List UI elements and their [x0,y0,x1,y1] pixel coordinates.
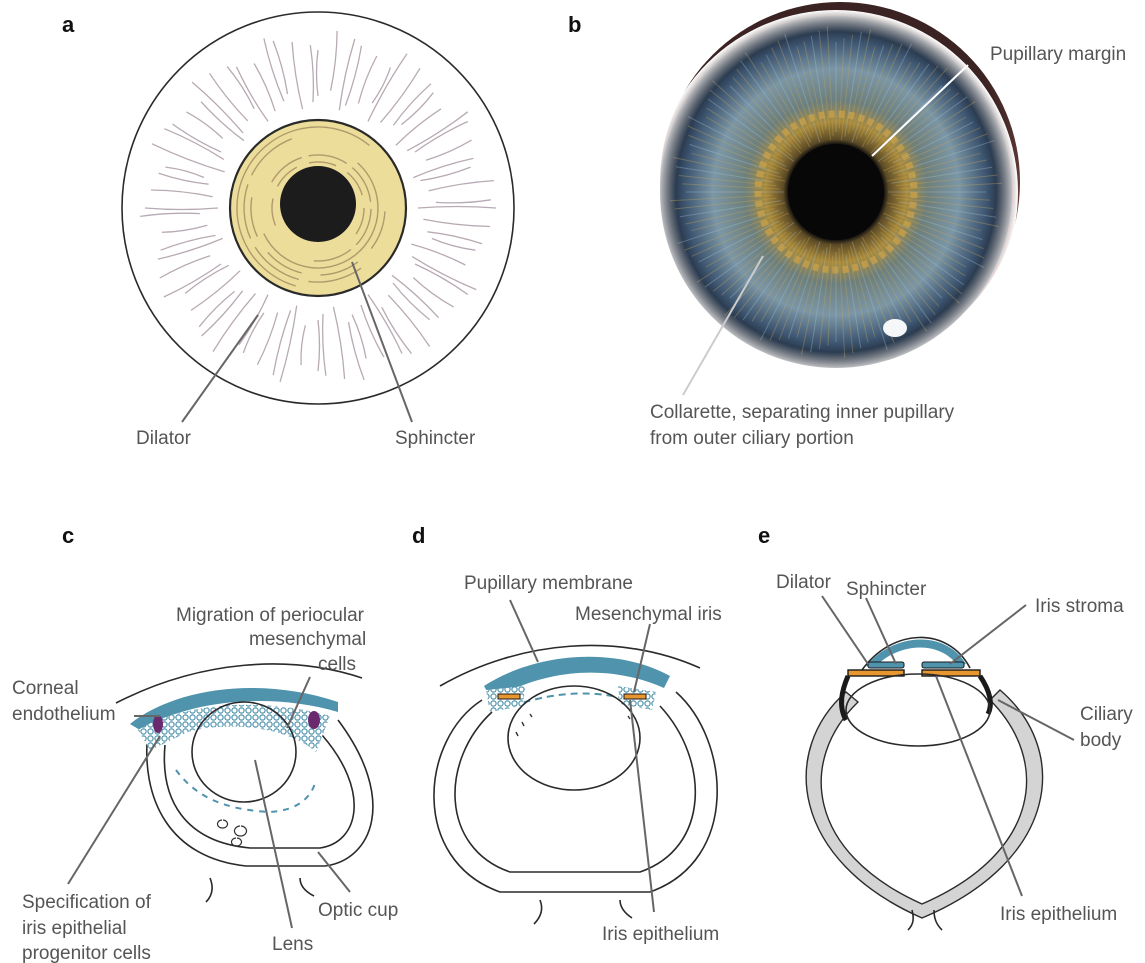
label-sphincter-e: Sphincter [846,579,927,600]
photo-edge-fade [654,10,1018,374]
lens-e [846,674,990,746]
optic-stalk-d [534,900,632,924]
panel-letter-a: a [62,12,75,37]
ciliary-body-right [980,676,990,714]
sclera-e [806,690,1042,918]
label-optic-cup: Optic cup [318,900,398,921]
label-migration-1: Migration of periocular [176,605,365,626]
panel-b: b Pupillary margin Collarette, separatin… [568,2,1126,449]
label-specification-1: Specification of [22,892,152,913]
panel-c: c Migration of periocular mesenchymal ce… [12,523,398,963]
sphincter-left-e [868,662,904,668]
sphincter-right-e [922,662,964,668]
leader-optic-cup [318,852,350,892]
pupil-schematic [280,166,356,242]
label-dilator-e: Dilator [776,572,832,593]
label-dilator-a: Dilator [136,428,192,449]
lens-d [508,686,640,790]
mesenchyme-dashed-c [176,770,316,812]
panel-d: d Pupillary membrane Mesenchymal iris Ir… [412,523,722,945]
label-ciliary-1: Ciliary [1080,704,1133,725]
label-pupillary-membrane: Pupillary membrane [464,573,633,594]
label-migration-2: mesenchymal [249,629,366,650]
panel-letter-c: c [62,523,74,548]
label-pupillary-margin: Pupillary margin [990,44,1126,65]
label-corneal-1: Corneal [12,678,79,699]
iris-epithelium-left-d [498,694,520,699]
optic-cup-inner [164,735,354,848]
panel-e: e Dilator Sphincter Iris stroma Ciliary … [758,523,1133,930]
leader-iris-stroma [950,605,1026,664]
optic-stalk [206,878,314,902]
leader-specification [68,736,160,884]
label-ciliary-2: body [1080,730,1122,751]
label-collarette-1: Collarette, separating inner pupillary [650,402,955,423]
optic-cup-outer-d [434,692,717,892]
optic-cup-inner-d [455,706,695,872]
leader-mesenchymal-iris [634,624,650,692]
label-collarette-2: from outer ciliary portion [650,428,854,449]
panel-letter-e: e [758,523,770,548]
label-specification-3: progenitor cells [22,943,151,963]
panel-letter-d: d [412,523,425,548]
panel-letter-b: b [568,12,581,37]
panel-a: a Dilator Sphincter [62,12,514,449]
leader-dilator-e [822,596,868,664]
progenitor-cells-left [153,715,163,733]
lens-marks-d [516,714,630,736]
leader-iris-epithelium-d [630,700,654,912]
label-iris-epithelium-d: Iris epithelium [602,924,719,945]
label-iris-stroma: Iris stroma [1035,596,1124,617]
label-corneal-2: endothelium [12,704,116,725]
leader-lens [255,760,292,928]
label-iris-epithelium-e: Iris epithelium [1000,904,1117,925]
progenitor-cells-right [308,711,320,729]
iris-epithelium-right-d [624,694,646,699]
label-specification-2: iris epithelial [22,918,127,939]
label-lens: Lens [272,934,313,955]
label-migration-3: cells [318,654,356,675]
optic-cup-outer [147,720,373,866]
label-mesenchymal-iris: Mesenchymal iris [575,604,722,625]
label-sphincter-a: Sphincter [395,428,476,449]
